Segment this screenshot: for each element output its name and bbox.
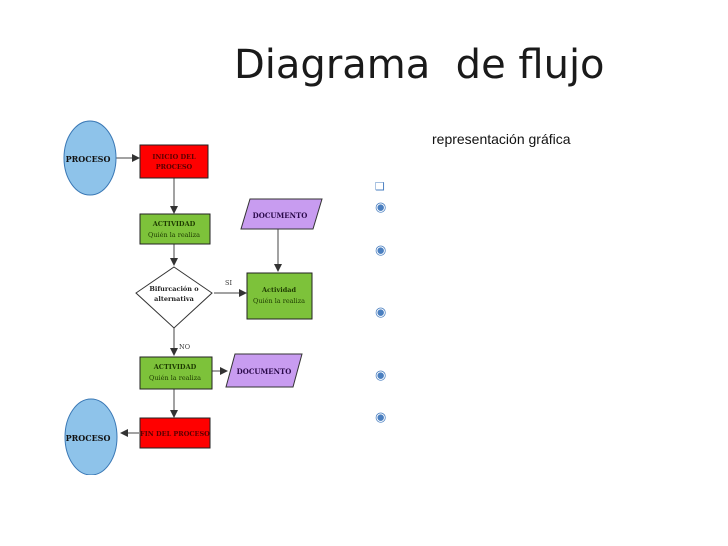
slide-subtitle: representación gráfica — [432, 131, 571, 147]
activity-box-1: ACTIVIDAD Quién la realiza — [139, 213, 211, 245]
slide-title: Diagrama de flujo — [234, 42, 605, 88]
activity-2-title: ACTIVIDAD — [153, 363, 197, 371]
yes-branch-label: SI — [225, 279, 232, 287]
document-shape-2: DOCUMENTO — [225, 353, 303, 388]
document-shape-1: DOCUMENTO — [240, 198, 323, 230]
activity-1-title: ACTIVIDAD — [152, 220, 196, 228]
start-process-label: PROCESO — [66, 154, 111, 164]
end-process-label: PROCESO — [66, 433, 111, 443]
end-process-circle: PROCESO — [64, 398, 118, 475]
end-box-label: FIN DEL PROCESO — [140, 430, 210, 438]
bullet-circle-5: ◉ — [375, 410, 387, 425]
decision-line-1: Bifurcación o — [149, 285, 199, 293]
activity-box-2: ACTIVIDAD Quién la realiza — [139, 356, 213, 390]
decision-diamond: Bifurcación o alternativa — [135, 266, 213, 329]
activity-2-subtitle: Quién la realiza — [149, 374, 201, 382]
flowchart-diagram: PROCESO INICIO DEL PROCESO ACTIVIDAD Qui… — [63, 120, 323, 475]
decision-line-2: alternativa — [154, 295, 194, 303]
connector-lines — [115, 154, 282, 437]
document-1-label: DOCUMENTO — [253, 211, 308, 220]
bullet-square-1: ❑ — [375, 180, 385, 193]
bullet-circle-1: ◉ — [375, 200, 387, 215]
bullet-circle-3: ◉ — [375, 305, 387, 320]
document-2-label: DOCUMENTO — [237, 367, 292, 376]
activity-1-subtitle: Quién la realiza — [148, 231, 200, 239]
end-process-box: FIN DEL PROCESO — [139, 417, 211, 449]
bullet-circle-4: ◉ — [375, 368, 387, 383]
activity-yes-title: Actividad — [261, 286, 296, 294]
start-process-box: INICIO DEL PROCESO — [139, 144, 209, 179]
activity-box-yes: Actividad Quién la realiza — [246, 272, 313, 320]
activity-yes-subtitle: Quién la realiza — [253, 297, 305, 305]
bullet-circle-2: ◉ — [375, 243, 387, 258]
start-box-line-2: PROCESO — [156, 163, 193, 171]
no-branch-label: NO — [179, 343, 190, 351]
start-process-circle: PROCESO — [63, 120, 117, 196]
start-box-line-1: INICIO DEL — [152, 153, 196, 161]
